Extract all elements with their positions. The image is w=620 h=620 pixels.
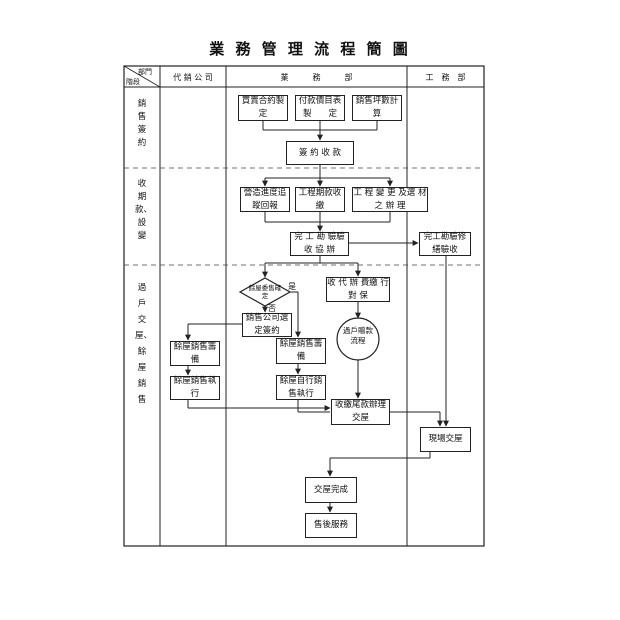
node-pricing-contract: 買賣合約製 定 — [238, 95, 301, 121]
node-sales-agency-contract: 銷售公司選定簽約 — [242, 313, 292, 337]
node-collect-installment: 工程期款收 繳 — [295, 187, 358, 212]
decision-no-label: 否 — [268, 304, 276, 313]
node-biz-prep: 餘屋銷售籌 備 — [276, 338, 339, 364]
node-onsite-handover: 現場交屋 — [420, 427, 471, 452]
stage-installments: 收期款、設變 — [135, 179, 153, 241]
node-agency-exec: 餘屋銷售執 行 — [170, 376, 233, 400]
node-after-service: 售後服務 — [305, 513, 357, 538]
node-final-payment: 收繳尾款辦理交屋 — [331, 399, 390, 425]
stage-signing: 銷售簽約 — [137, 99, 147, 148]
column-agency: 代 銷 公 司 — [173, 73, 213, 82]
decision-diamond — [238, 277, 292, 307]
node-handover-done: 交屋完成 — [305, 477, 357, 503]
node-signing: 簽 約 收 款 — [286, 141, 354, 165]
node-agency-prep: 餘屋銷售籌 備 — [170, 341, 233, 366]
node-completion-check: 完 工 勘 驗驗 收 協 辦 — [290, 232, 349, 256]
node-payment-table: 付款價目表製 定 — [295, 95, 345, 121]
node-decision: 餘屋委售確定 — [248, 284, 282, 300]
node-agency-collect: 收 代 辦 費繳 行 對 保 — [326, 277, 390, 302]
page-title: 業 務 管 理 流 程 簡 圖 — [209, 40, 411, 58]
node-change-order: 工 程 變 更 及選 材 之 辦 理 — [352, 187, 428, 212]
node-eng-completion: 完工勘驗修繕驗收 — [419, 232, 471, 256]
column-business: 業 務 部 — [280, 73, 353, 82]
corner-stage-label: 階段 — [126, 78, 140, 86]
corner-dept-label: 部門 — [138, 68, 152, 76]
node-transfer: 過戶贈款流程 — [343, 326, 373, 345]
column-engineering: 工 務 部 — [425, 73, 466, 82]
node-biz-exec: 餘屋自行銷售執行 — [276, 375, 326, 400]
decision-yes-label: 是 — [288, 282, 296, 291]
transfer-circle — [336, 317, 380, 361]
node-progress-report: 營造進度追蹤回報 — [240, 187, 290, 212]
stage-transfer: 過戶交屋、餘屋銷售 — [135, 283, 153, 405]
node-sales-plan: 銷售坪數計 算 — [352, 95, 415, 121]
